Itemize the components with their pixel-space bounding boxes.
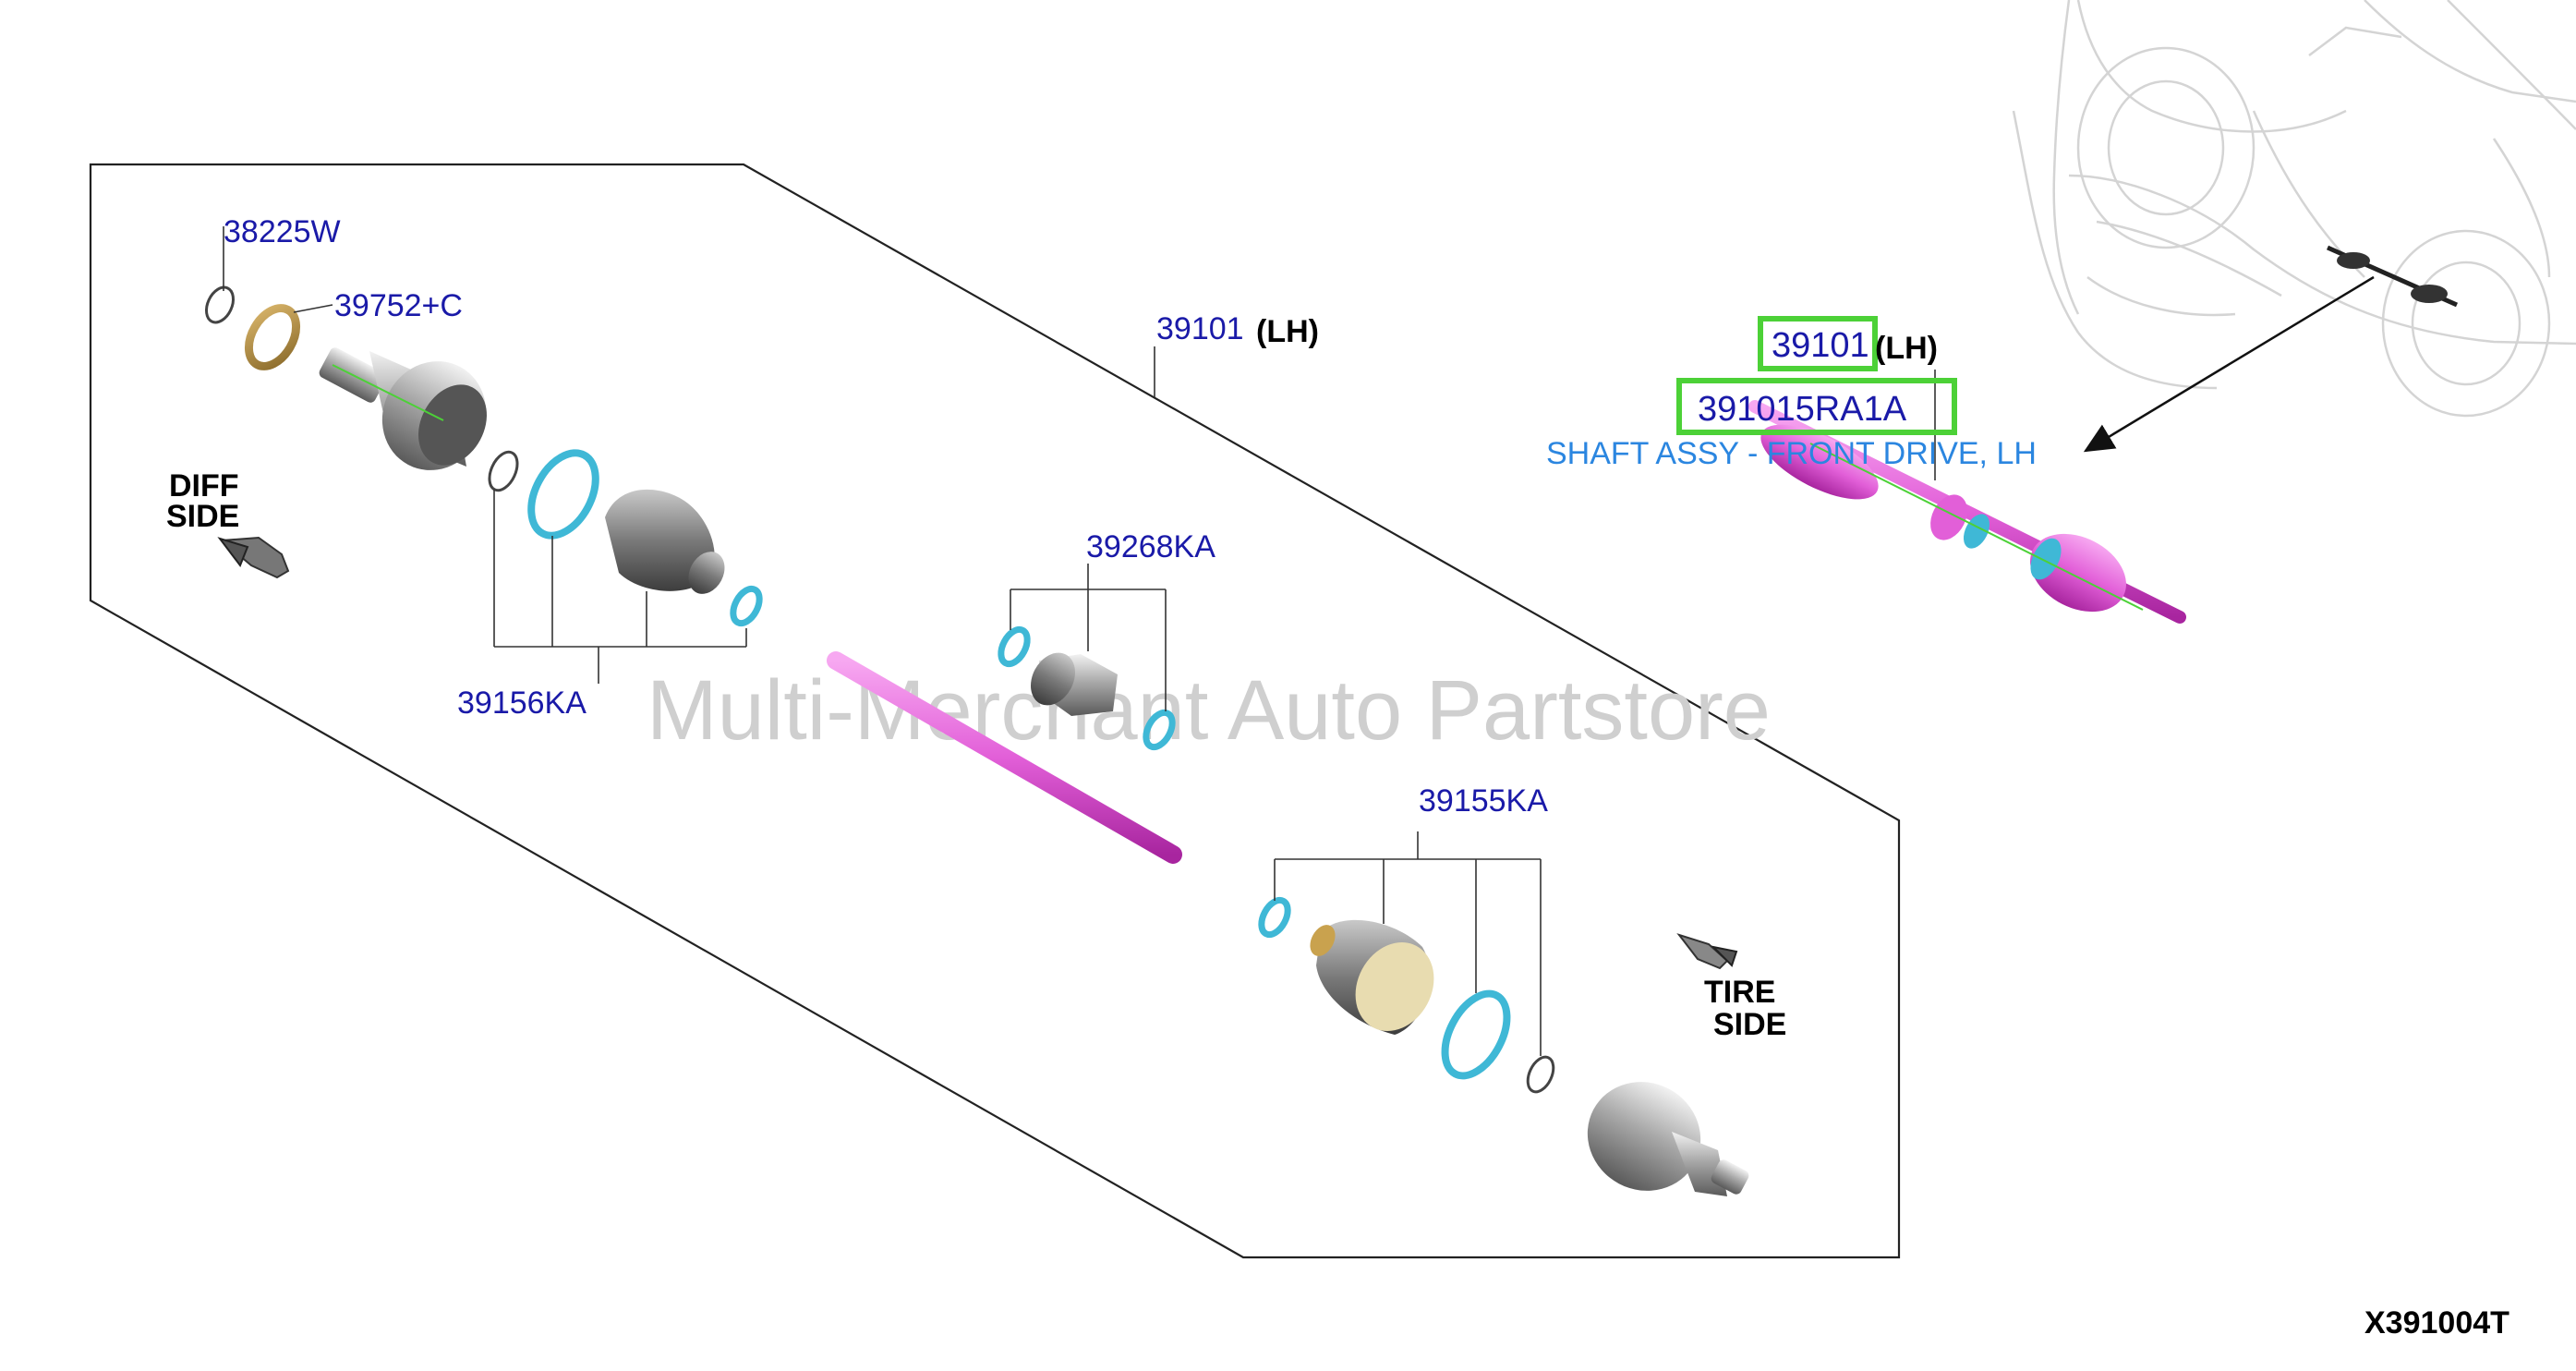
tire-side-label-2: SIDE <box>1713 1007 1786 1042</box>
diff-side-label-1: DIFF <box>169 468 239 504</box>
vehicle-shaft-icon <box>2326 245 2459 308</box>
diagram-id: X391004T <box>2364 1305 2509 1341</box>
outer-cv-joint <box>1587 1082 1749 1196</box>
label-39752c[interactable]: 39752+C <box>334 288 463 323</box>
highlight-box-39101 <box>1758 316 1878 371</box>
inner-joint-housing <box>319 347 487 470</box>
leader-39268ka <box>1010 564 1167 711</box>
ring-39752c <box>244 304 301 370</box>
shaft-assembly-image <box>1748 400 2186 624</box>
label-39268ka[interactable]: 39268KA <box>1086 529 1215 564</box>
exploded-view-border <box>89 163 1901 1259</box>
leader-39752c <box>293 304 333 313</box>
assembly-ref-lh: (LH) <box>1875 331 1938 366</box>
highlight-box-391015ra1a <box>1676 378 1957 435</box>
tire-side-arrow-icon <box>1676 933 1738 970</box>
damper-kit <box>998 625 1176 751</box>
tire-side-label-1: TIRE <box>1704 975 1775 1010</box>
label-39156ka[interactable]: 39156KA <box>457 686 587 721</box>
diff-side-label-2: SIDE <box>166 499 239 534</box>
leader-39156ka <box>493 490 747 684</box>
circlip-38225w <box>204 285 236 324</box>
assembly-description: SHAFT ASSY - FRONT DRIVE, LH <box>1546 436 2037 471</box>
assembly-ref-39101[interactable]: 39101 <box>1772 326 1869 365</box>
outer-boot-kit <box>1258 896 1555 1094</box>
label-39101-lh: (LH) <box>1256 314 1319 349</box>
label-39155ka[interactable]: 39155KA <box>1419 783 1548 819</box>
inner-boot-kit <box>488 449 763 627</box>
watermark: Multi-Merchant Auto Partstore <box>647 663 1771 758</box>
assembly-part-number[interactable]: 391015RA1A <box>1698 390 1907 429</box>
location-arrow <box>2083 275 2375 453</box>
intermediate-shaft <box>827 651 1182 864</box>
label-38225w[interactable]: 38225W <box>224 214 341 249</box>
leader-39155ka <box>1274 831 1542 1056</box>
diff-side-arrow-icon <box>217 536 290 579</box>
vehicle-outline <box>2012 0 2576 418</box>
label-39101[interactable]: 39101 <box>1156 311 1244 346</box>
